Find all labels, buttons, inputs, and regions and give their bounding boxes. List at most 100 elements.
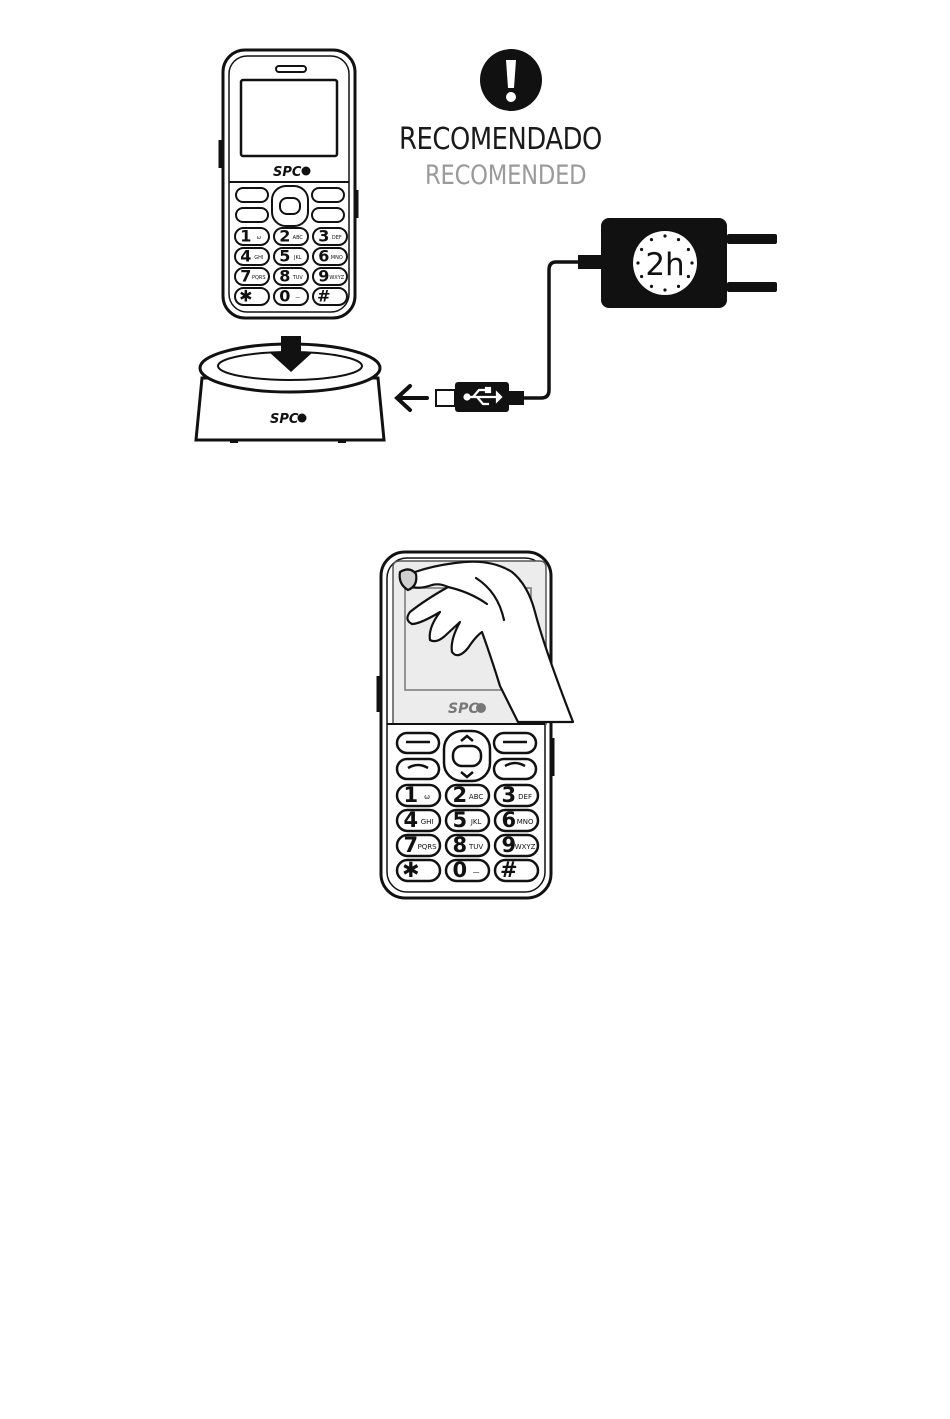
film-logo-mark — [476, 703, 486, 713]
usb-plug — [436, 382, 509, 412]
wall-charger — [601, 218, 777, 308]
keypad-key-digit: 6 — [318, 247, 329, 266]
keypad-key-letters: PQRS — [252, 275, 266, 281]
phone-nav-center — [280, 198, 300, 214]
keypad-key-digit: 7 — [403, 833, 418, 857]
clock-tick — [687, 248, 690, 251]
keypad-key-letters: GHI — [421, 818, 434, 826]
charge-time-label: 2h — [645, 247, 684, 283]
keypad-key-digit: 5 — [452, 808, 467, 832]
phone-end-key — [312, 208, 344, 222]
keypad-key: ✱ — [397, 858, 440, 882]
keypad-key-letters: ABC — [293, 235, 304, 241]
keypad-key-digit: 3 — [318, 227, 329, 246]
keypad-key-digit: 0 — [452, 858, 467, 882]
keypad-key-letters: JKL — [293, 255, 302, 261]
keypad-key-letters: — — [295, 295, 300, 301]
keypad-key: 0— — [446, 858, 489, 882]
keypad-key-digit: 7 — [240, 267, 251, 286]
clock-tick — [690, 261, 693, 264]
keypad-key: 6MNO — [495, 808, 538, 832]
nav-center — [453, 746, 481, 766]
phone-speaker — [276, 66, 306, 72]
charger-prong — [727, 234, 777, 244]
keypad-key-digit: 1 — [240, 227, 251, 246]
phone-softkey-left — [236, 188, 268, 202]
keypad-key: # — [313, 287, 347, 306]
keypad-key-digit: 8 — [279, 267, 290, 286]
keypad-key-digit: # — [317, 287, 330, 306]
clock-tick — [640, 275, 643, 278]
keypad-key: ✱ — [235, 287, 269, 306]
keypad-key-digit: ✱ — [239, 287, 252, 306]
keypad-key-digit: 2 — [279, 227, 290, 246]
keypad-key-digit: 5 — [279, 247, 290, 266]
keypad-key-letters: GHI — [254, 255, 263, 261]
phone-call-key — [236, 208, 268, 222]
keypad-key-digit: 9 — [318, 267, 329, 286]
clock-tick — [636, 261, 639, 264]
brand-logo: SPC — [273, 165, 302, 180]
keypad-key-digit: # — [500, 858, 518, 882]
dock-brand-logo: SPC — [270, 412, 299, 427]
keypad-key-letters: TUV — [468, 843, 483, 851]
keypad-key-digit: 3 — [501, 783, 516, 807]
usb-connector — [436, 390, 455, 406]
keypad-key: 7PQRS — [235, 267, 269, 286]
keypad-key-letters: DEF — [518, 793, 532, 801]
clock-tick — [677, 285, 680, 288]
left-arrow-icon — [397, 386, 427, 410]
keypad-key-letters: PQRS — [418, 843, 438, 851]
keypad-key: # — [495, 858, 538, 882]
keypad-key-letters: TUV — [292, 275, 304, 281]
clock-tick — [650, 238, 653, 241]
keypad-key: 3DEF — [313, 227, 347, 246]
clock-tick — [687, 275, 690, 278]
keypad-key-letters: ABC — [469, 793, 483, 801]
brand-logo-mark — [302, 167, 311, 176]
keypad-key: 0— — [274, 287, 308, 306]
keypad-key: 7PQRS — [397, 833, 440, 857]
charging-cable — [520, 262, 601, 398]
film-brand-logo: SPC — [448, 701, 479, 717]
keypad-key-digit: 8 — [452, 833, 467, 857]
call-key — [397, 759, 439, 779]
clock-tick — [663, 288, 666, 291]
clock-tick — [650, 285, 653, 288]
phone-softkey-right — [312, 188, 344, 202]
keypad-key: 9WXYZ — [313, 267, 347, 286]
keypad-key-letters: ω — [257, 235, 261, 241]
phone-screen — [241, 80, 337, 156]
keypad-key-digit: ✱ — [402, 858, 420, 882]
keypad-key-letters: WXYZ — [329, 275, 344, 281]
charger-prong — [727, 282, 777, 292]
keypad-key-letters: — — [473, 868, 480, 876]
keypad-key-digit: 4 — [403, 808, 418, 832]
clock-tick — [640, 248, 643, 251]
keypad-key-letters: MNO — [331, 255, 343, 261]
keypad-key-letters: WXYZ — [515, 843, 536, 851]
keypad-key-letters: ω — [424, 793, 430, 801]
cable-strain-relief — [578, 255, 602, 269]
keypad-key-letters: DEF — [332, 235, 342, 241]
keypad-key-digit: 1 — [403, 783, 418, 807]
keypad-key-digit: 6 — [501, 808, 516, 832]
recommended-label-es: RECOMENDADO — [399, 122, 602, 157]
keypad-key: 8TUV — [274, 267, 308, 286]
clock-tick — [677, 238, 680, 241]
keypad-key: 8TUV — [446, 833, 489, 857]
keypad-key: 2ABC — [274, 227, 308, 246]
keypad-key-letters: MNO — [517, 818, 534, 826]
